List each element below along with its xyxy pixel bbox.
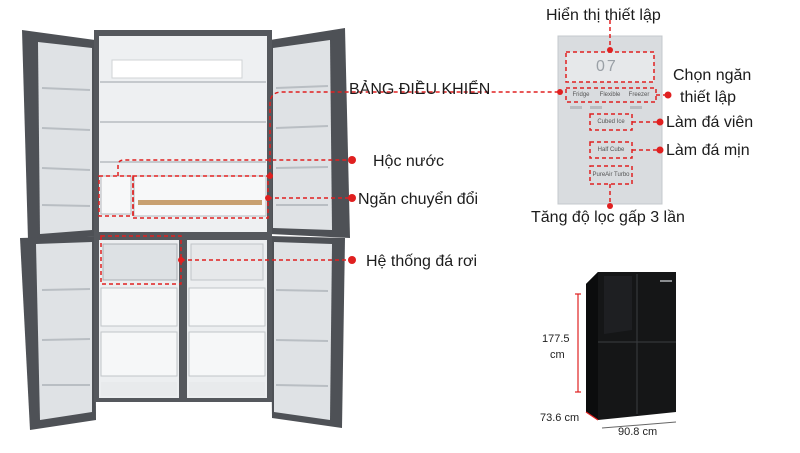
label-select-compartment-2: thiết lập [680,89,737,106]
control-panel [557,20,672,209]
ice-system-box [100,235,182,285]
panel-button-freezer: Freezer [628,92,650,98]
label-select-compartment-1: Chọn ngăn [673,67,752,84]
water-tank-leader [117,159,348,176]
panel-button-fridge: Fridge [572,92,590,98]
black-fridge-image [586,272,676,420]
label-control-panel: BẢNG ĐIỀU KHIỂN [349,81,491,98]
label-filter-boost: Tăng độ lọc gấp 3 lần [531,209,685,226]
height-unit: cm [550,349,565,361]
label-ice-system: Hệ thống đá rơi [366,253,477,270]
label-crushed-ice: Làm đá mịn [666,142,750,159]
panel-button-half-cube: Half Cube [597,147,625,153]
panel-display-value: 07 [596,58,618,75]
label-water-tank: Hộc nước [373,153,444,170]
water-tank-box [98,175,134,217]
height-value: 177.5 [542,333,570,345]
control-panel-leader [269,91,560,176]
label-display-settings: Hiển thị thiết lập [546,7,661,24]
width-value: 90.8 cm [618,426,658,438]
panel-button-filter: PureAir Turbo [592,172,630,178]
label-cubed-ice: Làm đá viên [666,114,754,131]
panel-button-flexible: Flexible [599,92,621,98]
label-convertible: Ngăn chuyển đổi [358,191,479,208]
open-fridge-image [20,28,350,430]
panel-button-cubed-ice: Cubed Ice [597,119,625,125]
depth-value: 73.6 cm [540,412,580,424]
